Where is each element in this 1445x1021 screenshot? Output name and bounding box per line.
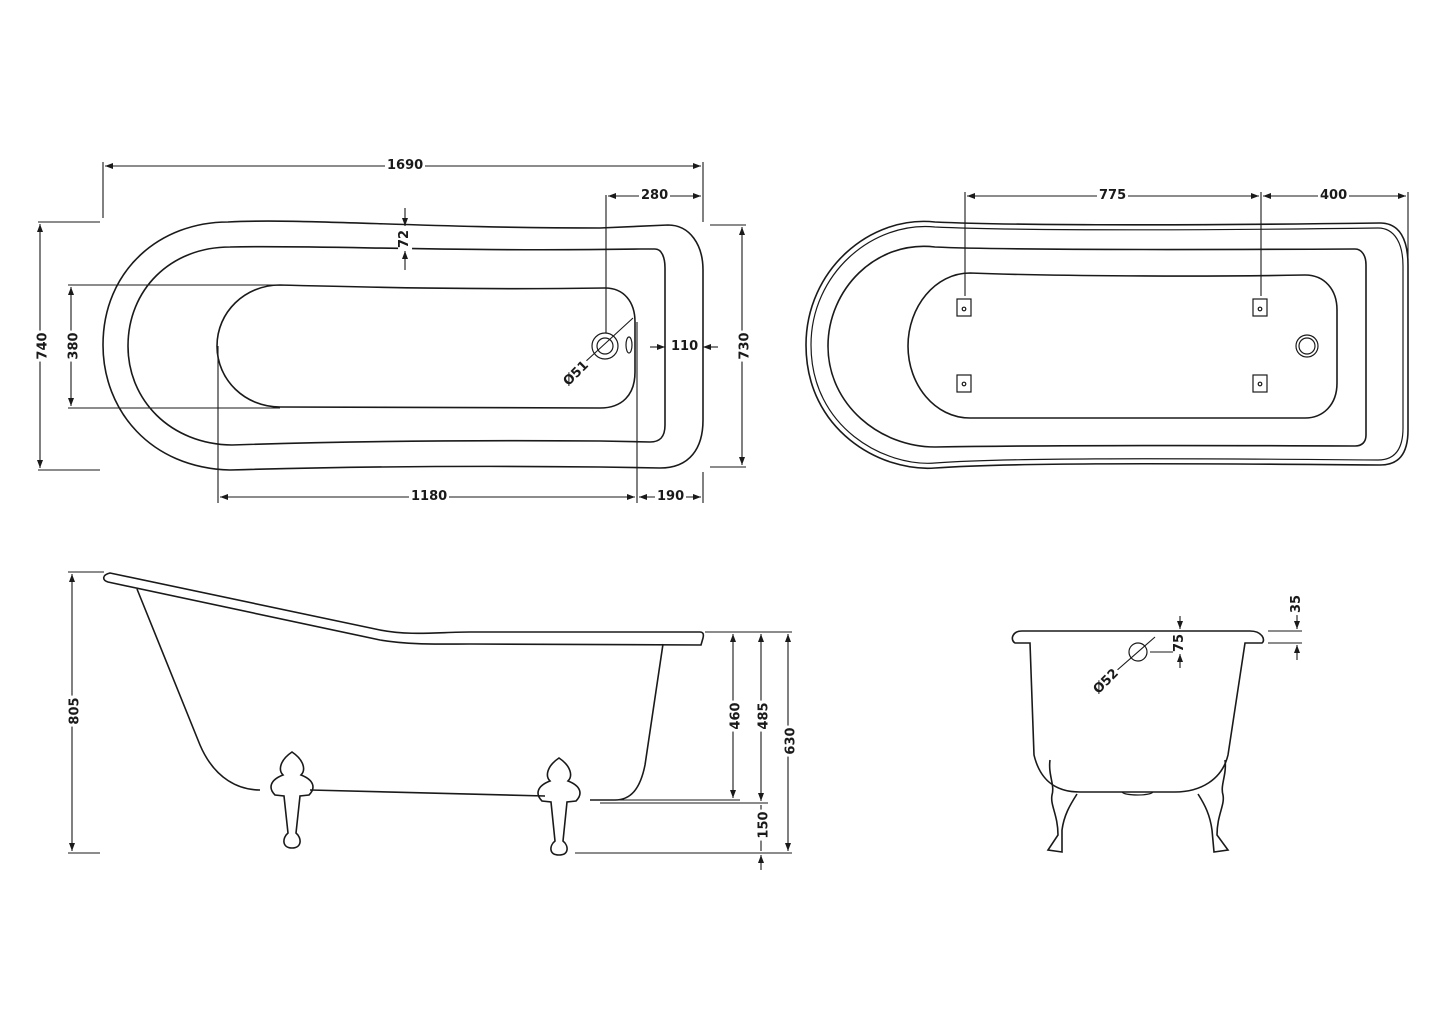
- plan-top-view: [37, 162, 746, 503]
- dim-max-height: 805: [67, 695, 83, 727]
- dim-internal-depth: 460: [728, 700, 744, 732]
- dim-overflow-from-rim: 75: [1172, 631, 1188, 655]
- dim-leg-height: 150: [756, 809, 772, 841]
- dim-waste-to-end: 110: [669, 339, 701, 354]
- dim-foot-to-end: 400: [1318, 188, 1350, 203]
- dim-rim-height: 630: [783, 725, 799, 757]
- dim-end-offset: 190: [655, 489, 687, 504]
- dim-overall-width: 740: [35, 330, 51, 362]
- dim-feet-spacing: 775: [1097, 188, 1129, 203]
- plan-underside-view: [805, 192, 1409, 470]
- end-elevation-view: [1011, 614, 1302, 853]
- dim-floor-width: 380: [66, 330, 82, 362]
- dim-depth-to-base: 485: [756, 700, 772, 732]
- dim-width-tap-end: 730: [737, 330, 753, 362]
- dim-floor-length: 1180: [409, 489, 450, 504]
- dim-overall-length: 1690: [385, 158, 426, 173]
- dim-rim-thickness: 35: [1289, 592, 1305, 616]
- dim-waste-from-end: 280: [639, 188, 671, 203]
- dim-rim-width: 72: [397, 227, 413, 251]
- side-elevation-view: [68, 571, 792, 870]
